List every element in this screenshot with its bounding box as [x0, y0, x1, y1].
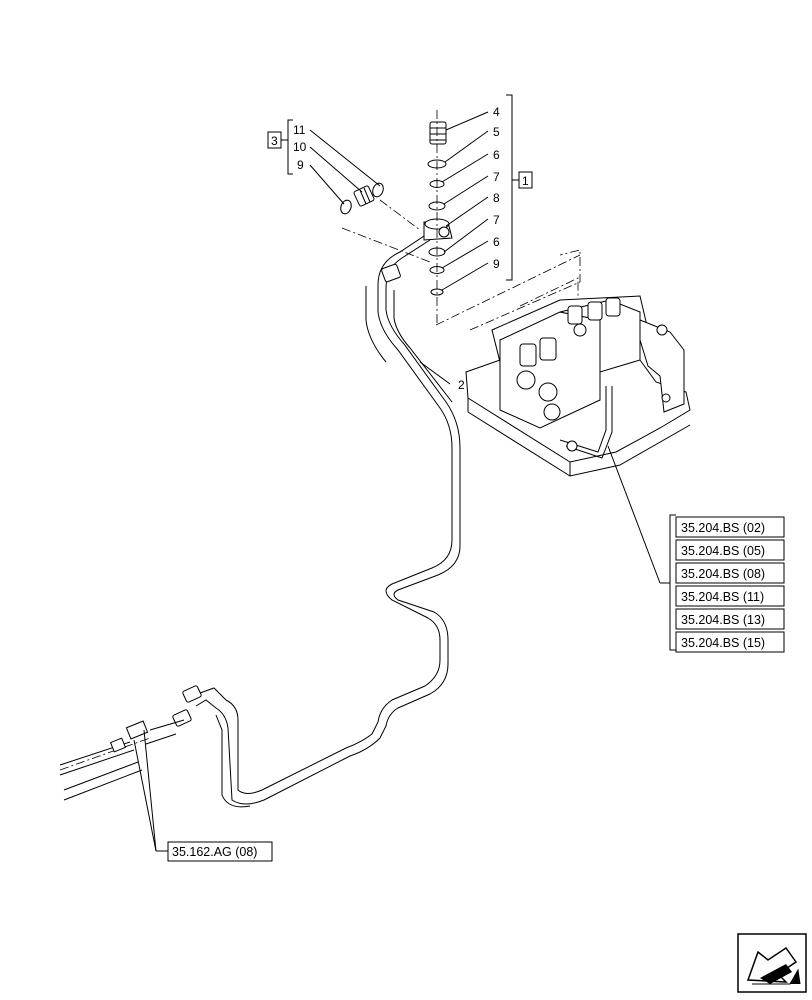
callout-7: 7: [493, 170, 500, 184]
bs-reference-list: 35.204.BS (02) 35.204.BS (05) 35.204.BS …: [675, 516, 785, 653]
ref-bs-02[interactable]: 35.204.BS (02): [681, 521, 765, 535]
hydraulic-pipe-inner: [195, 239, 461, 805]
callout-5: 5: [493, 125, 500, 139]
ref-box: [675, 608, 785, 630]
part-8-swivel-fitting: [423, 218, 453, 241]
callout-10: 10: [293, 140, 307, 154]
callout-9: 9: [493, 257, 500, 271]
ref-bs-05[interactable]: 35.204.BS (05): [681, 544, 765, 558]
ag-reference: 35.162.AG (08): [167, 841, 273, 862]
alignment-lines: [341, 110, 581, 326]
group-box-1: 1: [518, 171, 533, 189]
ref-bs-13[interactable]: 35.204.BS (13): [681, 613, 765, 627]
hydraulic-pipe-outer: [199, 231, 453, 794]
ref-box: [675, 585, 785, 607]
ref-bs-11[interactable]: 35.204.BS (11): [681, 590, 764, 604]
part-4-plug: [429, 121, 447, 145]
arrow-navigation-icon[interactable]: [737, 933, 807, 993]
hydraulic-pipe-lower-a: [215, 286, 453, 808]
pipe-connector-fittings: [172, 685, 202, 727]
callout-11: 11: [293, 123, 306, 137]
callout-numbers: 4 5 6 7 8 7 6 9 2 11 10 9: [293, 105, 500, 392]
ref-ag-08[interactable]: 35.162.AG (08): [172, 845, 257, 859]
ref-bs-08[interactable]: 35.204.BS (08): [681, 567, 765, 581]
control-valve-assembly: [465, 249, 691, 477]
ref-box: [675, 631, 785, 653]
part-11-o-ring: [372, 182, 384, 198]
group-label-1: 1: [522, 174, 529, 188]
callout-2: 2: [458, 378, 465, 392]
callout-7-lower: 7: [493, 213, 500, 227]
callout-leaders: [133, 94, 676, 852]
callout-6: 6: [493, 148, 500, 162]
callout-6-lower: 6: [493, 235, 500, 249]
part-10-adapter: [353, 185, 375, 207]
ref-bs-15[interactable]: 35.204.BS (15): [681, 636, 765, 650]
rear-pipes: [59, 719, 185, 801]
callout-4: 4: [493, 105, 500, 119]
callout-9-left: 9: [297, 158, 304, 172]
callout-8: 8: [493, 191, 500, 205]
pipe-end-fitting-top: [381, 263, 401, 283]
ref-box: [675, 516, 785, 538]
ref-box: [675, 539, 785, 561]
ref-box: [675, 562, 785, 584]
group-label-3: 3: [271, 134, 278, 148]
group-box-3: 3: [267, 131, 282, 149]
